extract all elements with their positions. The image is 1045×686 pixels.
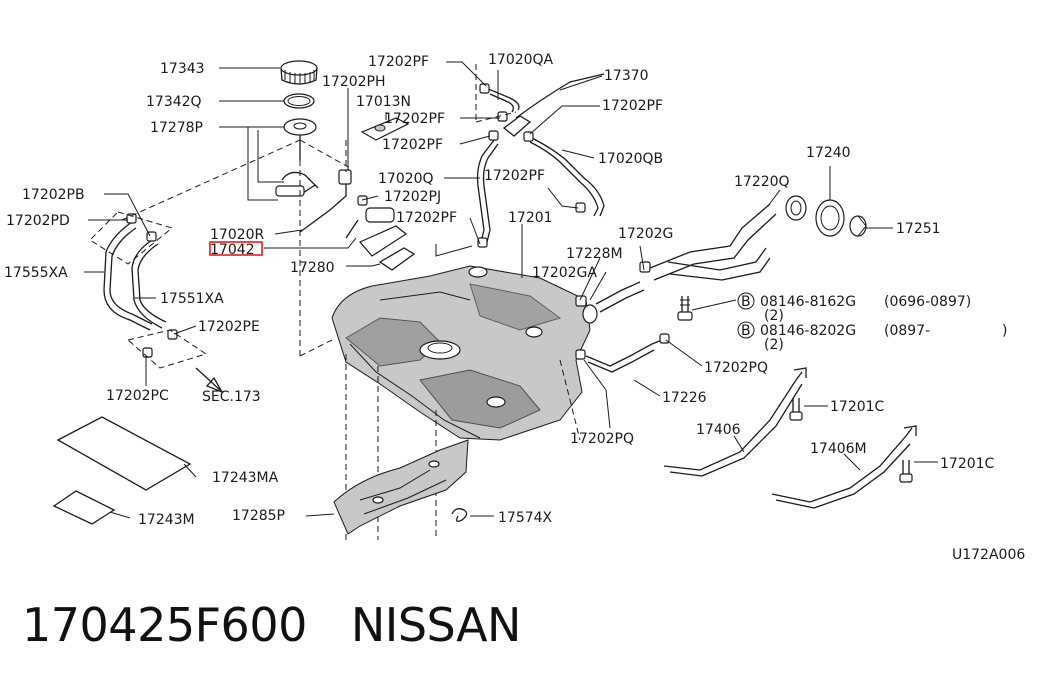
label-17226: 17226: [662, 390, 707, 406]
label-17202pf-f: 17202PF: [396, 210, 457, 226]
label-17202pc: 17202PC: [106, 388, 169, 404]
label-17243m: 17243M: [138, 512, 195, 528]
label-17020r: 17020R: [210, 227, 265, 243]
label-17240: 17240: [806, 145, 851, 161]
hose-17551xa: [131, 239, 167, 329]
sender-17013n: [360, 117, 410, 141]
label-17370: 17370: [604, 68, 649, 84]
bolt-17201c-b: [899, 460, 913, 483]
label-17202ph: 17202PH: [322, 74, 386, 90]
bolt2-number: 08146-8202G: [760, 323, 856, 339]
brand-name: NISSAN: [350, 598, 522, 652]
bolt2-range: (0897-: [884, 323, 930, 339]
label-17202pf-c: 17202PF: [602, 98, 663, 114]
heat-shield-17285p: [333, 439, 469, 535]
filler-cap-17251: [849, 215, 867, 237]
label-17243ma: 17243MA: [212, 470, 279, 486]
label-17020qb: 17020QB: [598, 151, 663, 167]
bolt: [677, 296, 693, 321]
label-17020q: 17020Q: [378, 171, 434, 187]
label-17202pf-e: 17202PF: [484, 168, 545, 184]
label-17202pf-b: 17202PF: [384, 111, 445, 127]
label-17202pb: 17202PB: [22, 187, 85, 203]
bracket-17280: [359, 225, 416, 271]
bolt-callout-2: B 08146-8202G (0897- ) (2): [737, 321, 1007, 353]
hose-17020r: [299, 169, 352, 233]
label-17201c-b: 17201C: [940, 456, 995, 472]
label-17285p: 17285P: [232, 508, 285, 524]
label-17202pq-b: 17202PQ: [570, 431, 634, 447]
vent-tube-17226: [575, 333, 670, 373]
fuel-cap-17343: [280, 60, 318, 85]
label-17342q: 17342Q: [146, 94, 202, 110]
bolt-marker-1: B: [741, 294, 751, 310]
hose-17555xa: [103, 221, 153, 331]
strap-17406: [663, 367, 807, 477]
bolt-callout-1: B 08146-8162G (0696-0897) (2): [737, 292, 971, 324]
gasket-17342q: [283, 93, 315, 109]
clip-17574x: [451, 508, 468, 522]
fuel-tube-17020q: [476, 111, 508, 248]
label-17201: 17201: [508, 210, 553, 226]
highlight-box-17042: [209, 241, 263, 256]
hose-17228m: [575, 261, 651, 324]
parts-diagram: 17343 17342Q 17278P 17202PB 17202PD 1755…: [4, 52, 1025, 563]
label-17220q: 17220Q: [734, 174, 790, 190]
filter-17042: [345, 195, 395, 239]
fuel-tank-17201: [331, 265, 591, 441]
clamps-left: [126, 213, 178, 358]
label-17228m: 17228M: [566, 246, 623, 262]
label-17278p: 17278P: [150, 120, 203, 136]
sheet-17243ma: [56, 416, 192, 491]
label-17201c-a: 17201C: [830, 399, 885, 415]
filler-tube-17220q: [649, 195, 807, 281]
label-17574x: 17574X: [498, 510, 553, 526]
label-17202pj: 17202PJ: [384, 189, 441, 205]
label-17202pf-d: 17202PF: [382, 137, 443, 153]
label-17406m: 17406M: [810, 441, 867, 457]
label-17406: 17406: [696, 422, 741, 438]
bolt1-number: 08146-8162G: [760, 294, 856, 310]
label-17280: 17280: [290, 260, 335, 276]
bolt2-close: ): [1002, 323, 1007, 339]
label-17343: 17343: [160, 61, 205, 77]
label-17251: 17251: [896, 221, 941, 237]
bolt1-qty: (2): [764, 308, 784, 324]
label-17202pq-a: 17202PQ: [704, 360, 768, 376]
caption: 170425F600 NISSAN: [22, 598, 521, 652]
pump-unit-17278p: [275, 118, 319, 197]
strap-17406m: [771, 425, 917, 509]
label-17042: 17042: [210, 242, 255, 258]
fuel-tube-17020qb: [523, 131, 605, 217]
sheet-17243m: [52, 490, 116, 525]
part-number: 170425F600: [22, 598, 307, 652]
bolt2-qty: (2): [764, 337, 784, 353]
label-17551xa: 17551XA: [160, 291, 224, 307]
label-17555xa: 17555XA: [4, 265, 68, 281]
bolt1-range: (0696-0897): [884, 294, 971, 310]
bolt-17201c-a: [789, 398, 803, 421]
label-17020qa: 17020QA: [488, 52, 554, 68]
fuel-tube-17020qa: [479, 83, 520, 113]
bolt-marker-2: B: [741, 323, 751, 339]
label-17013n: 17013N: [356, 94, 411, 110]
label-17202pd: 17202PD: [6, 213, 70, 229]
label-17202ga: 17202GA: [532, 265, 597, 281]
label-17202g: 17202G: [618, 226, 673, 242]
valve-17370: [502, 73, 605, 137]
label-17202pf-a: 17202PF: [368, 54, 429, 70]
label-17202pe: 17202PE: [198, 319, 260, 335]
filler-ring-17240: [815, 199, 845, 237]
figure-code: U172A006: [952, 547, 1025, 563]
leader-lines: [84, 61, 938, 519]
label-sec173: SEC.173: [202, 389, 261, 405]
